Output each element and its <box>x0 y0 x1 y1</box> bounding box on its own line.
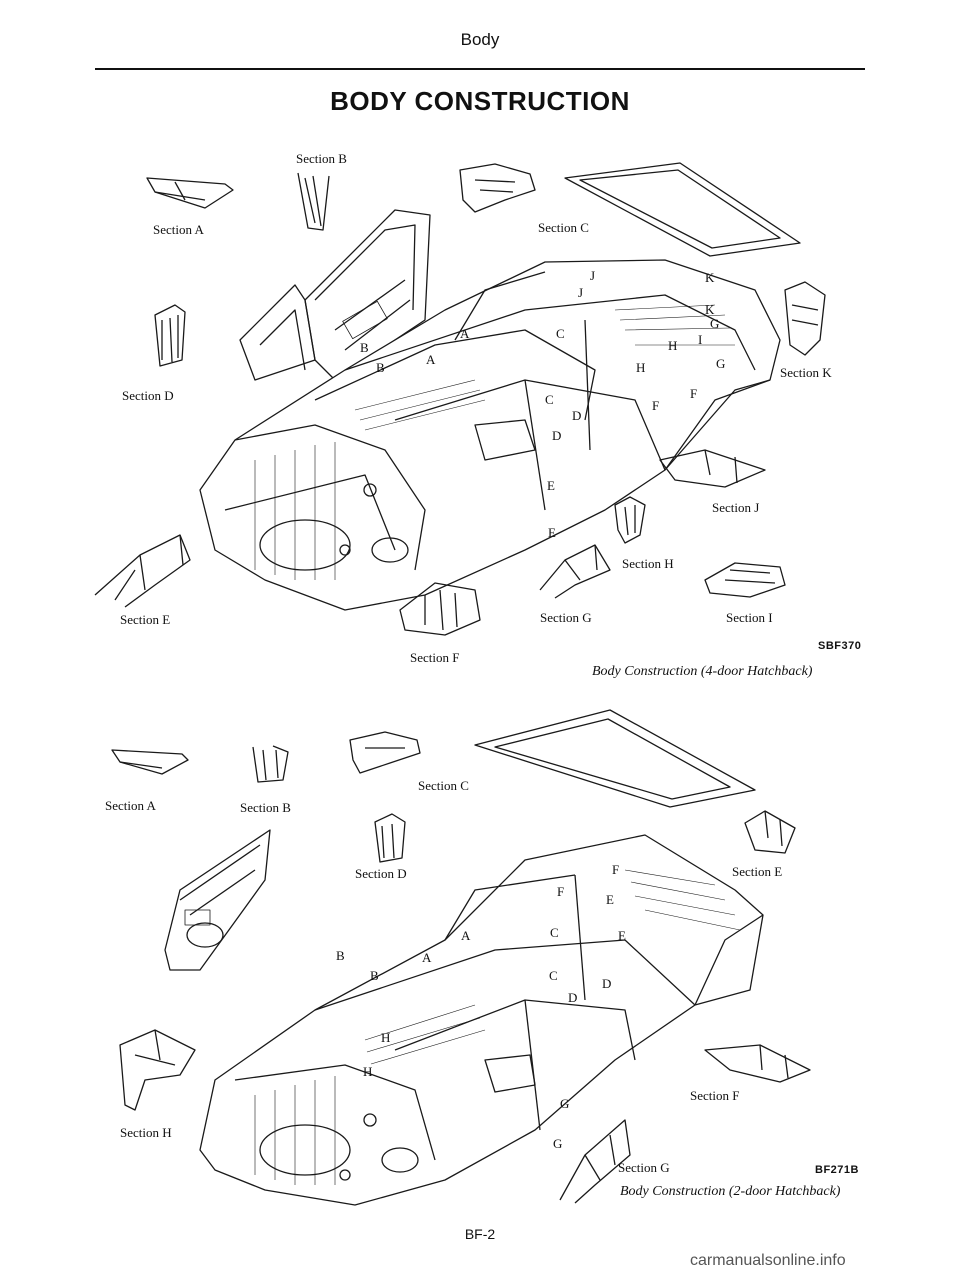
fig1-label-section-i: Section I <box>726 610 773 625</box>
fig2-label-section-d: Section D <box>355 866 407 881</box>
fig1-label-section-e: Section E <box>120 612 171 627</box>
fig2-callout-f-1: F <box>557 884 565 899</box>
callout-c-1: C <box>556 326 565 341</box>
fig1-label-section-k: Section K <box>780 365 832 380</box>
callout-e-1: E <box>547 478 555 493</box>
callout-b-2: B <box>376 360 385 375</box>
section-g-sketch <box>539 544 611 599</box>
fig2-callout-a-1: A <box>461 928 471 943</box>
fig2-label-section-a: Section A <box>105 798 156 813</box>
section-a-sketch <box>146 177 234 209</box>
fig2-callout-f-2: F <box>612 862 620 877</box>
fig1-caption: Body Construction (4-door Hatchback) <box>592 664 813 679</box>
fig2-label-section-f: Section F <box>690 1088 740 1103</box>
fig2-callout-a-2: A <box>422 950 432 965</box>
section-b-sketch <box>297 172 330 231</box>
section-i-sketch <box>704 562 786 598</box>
section-h-sketch <box>614 496 646 544</box>
rear-door-sketch <box>239 209 431 381</box>
fig2-door-sketch <box>164 829 271 971</box>
callout-j-1: J <box>590 268 596 283</box>
fig2-callout-e-1: E <box>606 892 614 907</box>
fig2-section-e-sketch <box>744 810 796 854</box>
car-body-4door <box>199 259 781 611</box>
fig2-callout-b-2: B <box>370 968 379 983</box>
fig2-label-section-g: Section G <box>618 1160 670 1175</box>
callout-g-1: G <box>710 316 720 331</box>
fig2-section-a-sketch <box>111 749 189 775</box>
callout-a-2: A <box>426 352 436 367</box>
callout-f-2: F <box>690 386 698 401</box>
section-k-sketch <box>784 281 826 356</box>
callout-g-2: G <box>716 356 726 371</box>
callout-c-2: C <box>545 392 554 407</box>
fig2-section-f-sketch <box>704 1044 811 1083</box>
fig1-code: SBF370 <box>818 640 862 652</box>
fig2-callout-b-1: B <box>336 948 345 963</box>
watermark: carmanualsonline.info <box>690 1252 846 1269</box>
fig1-label-section-g: Section G <box>540 610 592 625</box>
callout-b-1: B <box>360 340 369 355</box>
callout-f-1: F <box>652 398 660 413</box>
section-j-sketch <box>659 449 766 488</box>
callout-d-1: D <box>572 408 582 423</box>
fig2-section-g-sketch <box>559 1119 631 1204</box>
fig2-code: BF271B <box>815 1164 859 1176</box>
fig2-section-b-sketch <box>252 745 289 783</box>
section-c-sketch <box>459 163 536 213</box>
fig2-callout-h-2: H <box>363 1064 373 1079</box>
fig2-callout-d-2: D <box>602 976 612 991</box>
fig1-label-section-b: Section B <box>296 151 347 166</box>
page-number: BF-2 <box>464 1226 496 1242</box>
header-rule <box>95 68 865 70</box>
callout-k-1: K <box>705 270 715 285</box>
fig2-callout-g-1: G <box>560 1096 570 1111</box>
fig2-callout-c-2: C <box>549 968 558 983</box>
fig2-section-c-sketch <box>349 731 421 774</box>
page-title: BODY CONSTRUCTION <box>330 86 630 116</box>
fig2-label-section-e: Section E <box>732 864 783 879</box>
car-body-2door <box>199 834 764 1206</box>
callout-j-2: J <box>578 285 584 300</box>
fig1-label-section-j: Section J <box>712 500 760 515</box>
callout-d-2: D <box>552 428 562 443</box>
fig1-label-section-d: Section D <box>122 388 174 403</box>
fig2-callout-d-1: D <box>568 990 578 1005</box>
callout-a-1: A <box>460 326 470 341</box>
callout-i-1: I <box>698 332 703 347</box>
fig2-label-section-h: Section H <box>120 1125 172 1140</box>
running-header: Body <box>460 30 500 49</box>
fig2-callout-c-1: C <box>550 925 559 940</box>
fig2-callout-e-2: E <box>618 928 626 943</box>
section-f-sketch <box>399 582 481 636</box>
callout-e-2: E <box>548 525 556 540</box>
fig2-caption: Body Construction (2-door Hatchback) <box>620 1184 841 1199</box>
callout-h-2: H <box>636 360 646 375</box>
fig1-label-section-c: Section C <box>538 220 589 235</box>
callout-h-1: H <box>668 338 678 353</box>
fig2-label-section-c: Section C <box>418 778 469 793</box>
roof-panel-sketch <box>564 162 801 257</box>
fig1-label-section-a: Section A <box>153 222 204 237</box>
fig2-section-d-sketch <box>374 813 406 863</box>
fig2-section-h-sketch <box>119 1029 196 1111</box>
fig2-callout-h-1: H <box>381 1030 391 1045</box>
callout-k-2: K <box>705 302 715 317</box>
fig2-roof-panel-sketch <box>474 709 756 808</box>
fig2-callout-g-2: G <box>553 1136 563 1151</box>
section-e-sketch <box>94 534 191 608</box>
section-d-sketch <box>154 304 186 367</box>
fig1-label-section-h: Section H <box>622 556 674 571</box>
fig2-label-section-b: Section B <box>240 800 291 815</box>
fig1-label-section-f: Section F <box>410 650 460 665</box>
